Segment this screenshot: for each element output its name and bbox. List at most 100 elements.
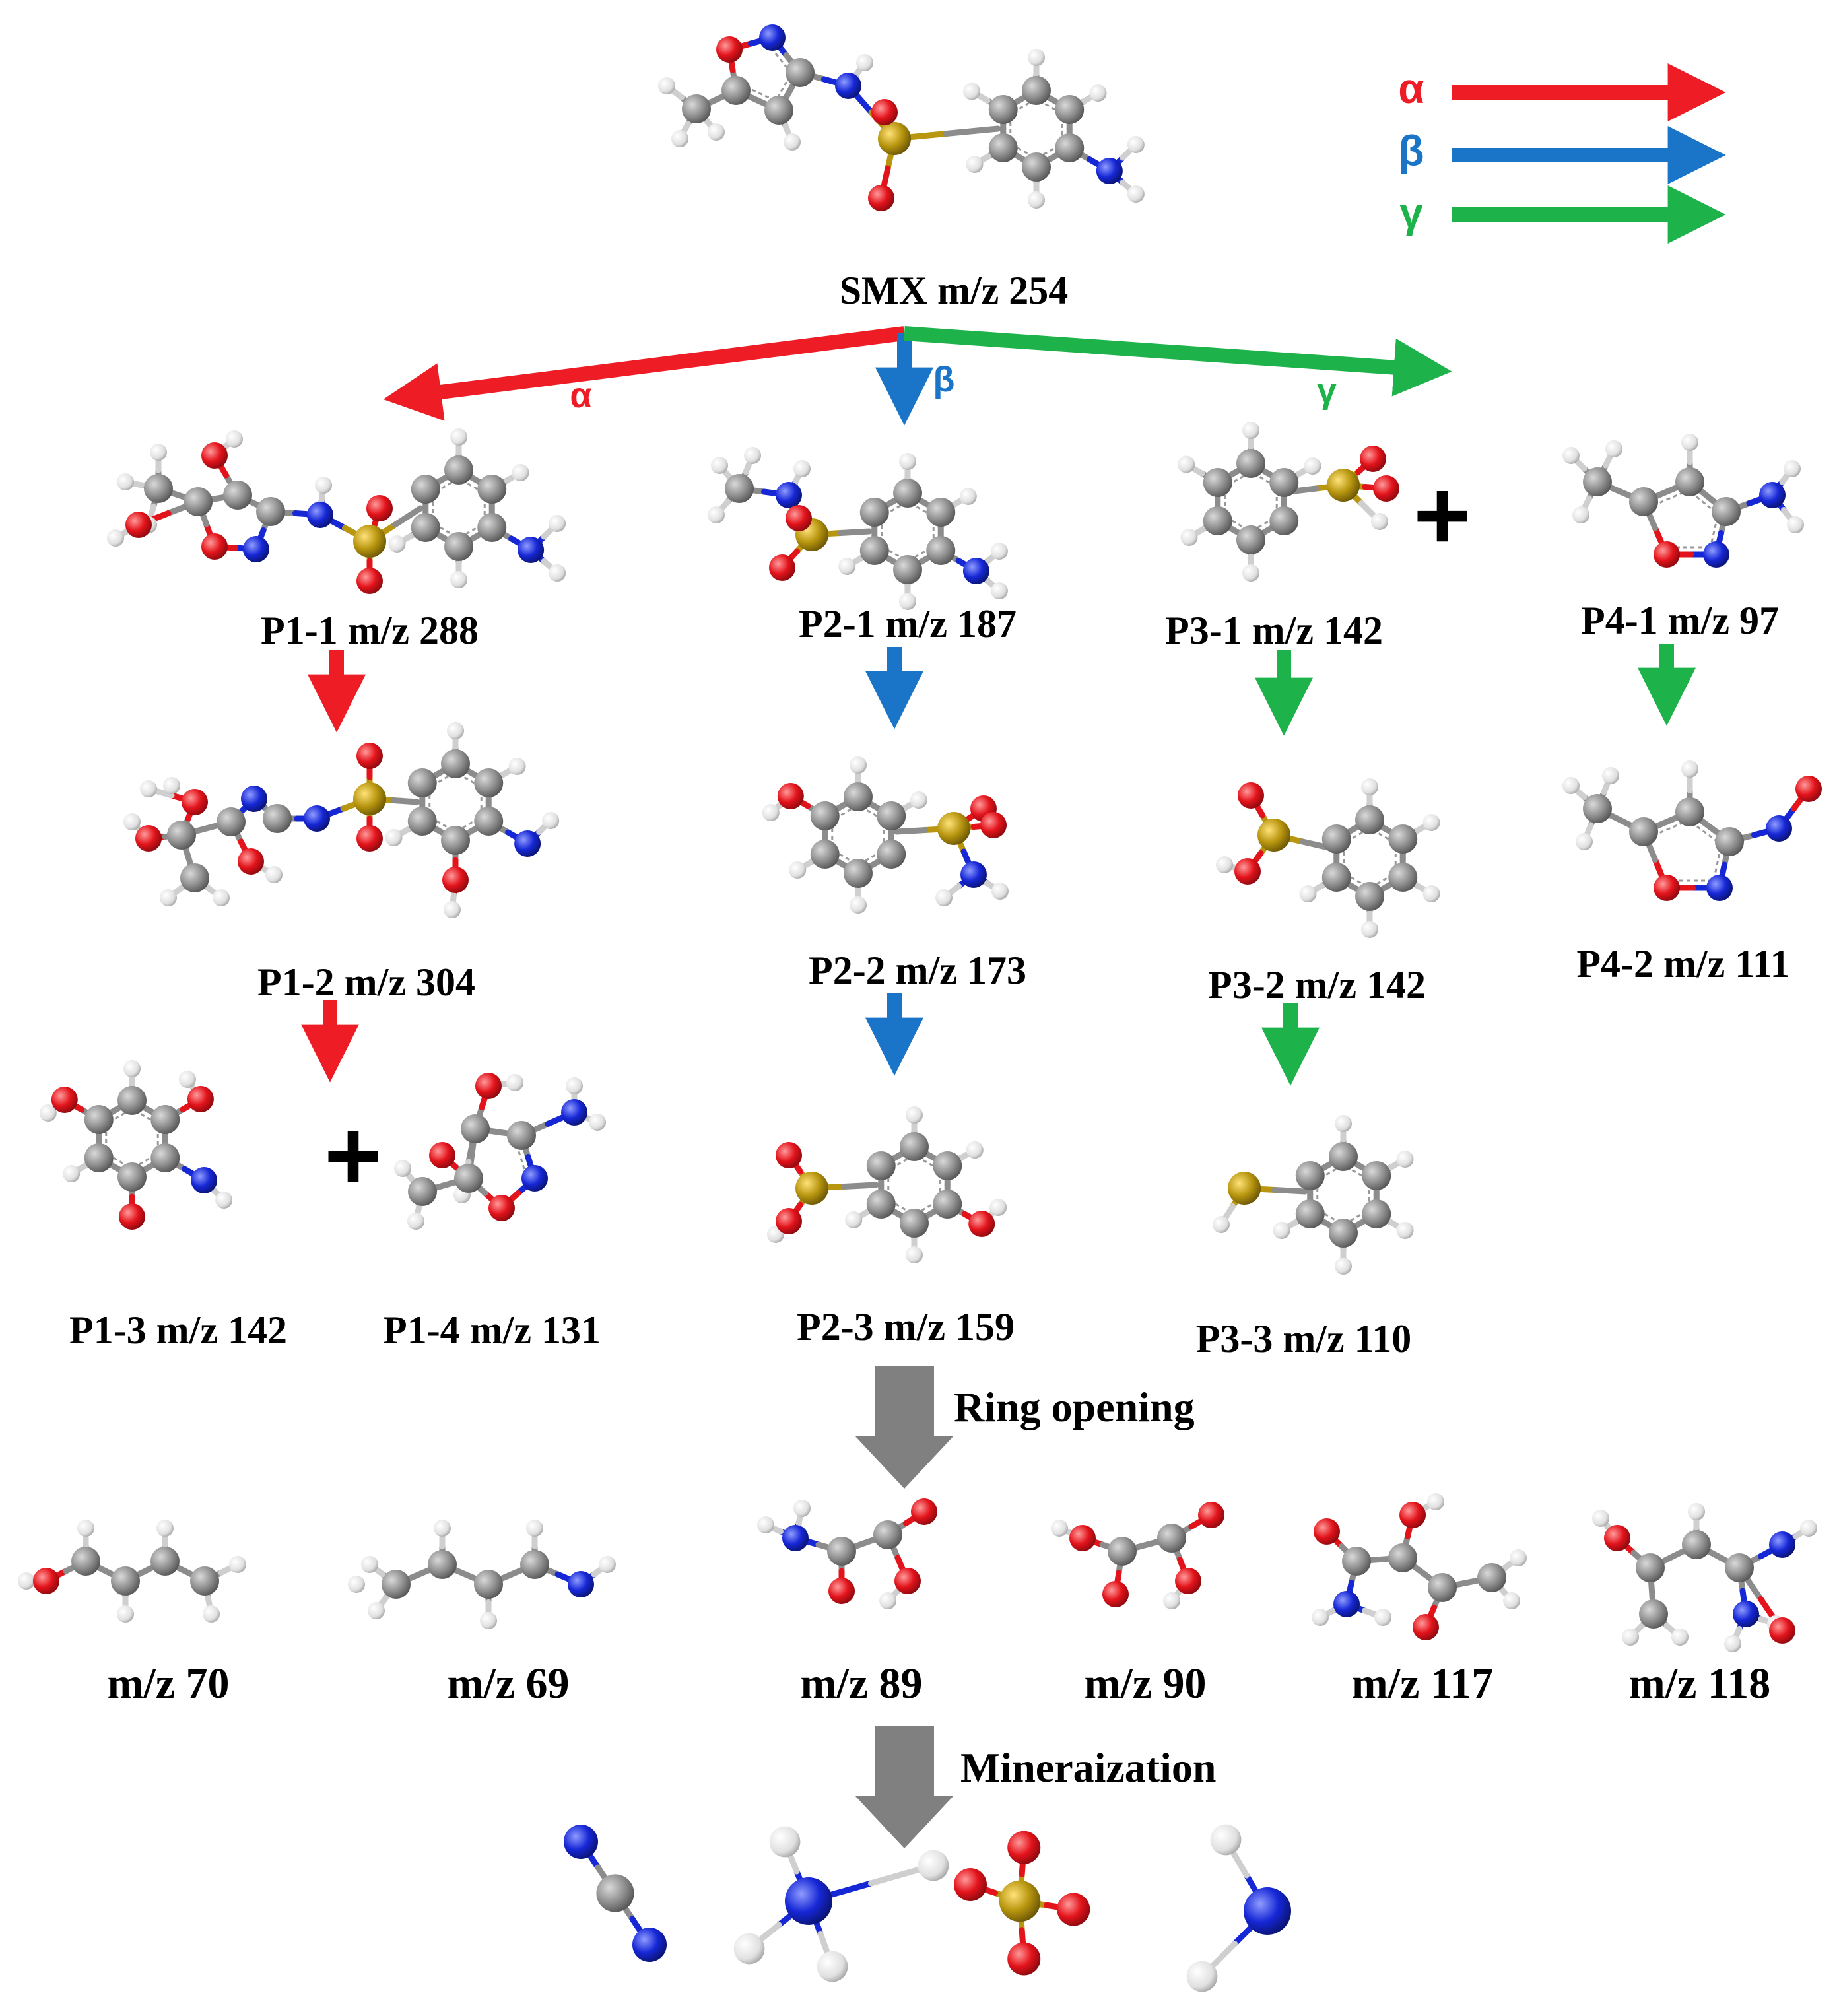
p1-1-label: P1-1 m/z 288 xyxy=(261,609,479,652)
hydrogen-atom xyxy=(512,464,529,481)
hydrogen-atom xyxy=(542,812,560,829)
carbon-atom xyxy=(1329,1219,1358,1248)
bond xyxy=(392,505,424,528)
oxygen-atom xyxy=(1399,1502,1426,1528)
sulfur-atom xyxy=(1257,819,1290,852)
carbon-atom xyxy=(263,804,292,833)
oxygen-atom xyxy=(356,825,383,852)
carbon-atom xyxy=(1295,1199,1325,1228)
carbon-atom xyxy=(1675,467,1704,496)
nitrogen-atom xyxy=(1703,541,1729,568)
carbon-atom xyxy=(1636,1553,1665,1582)
parent-compound-label: SMX m/z 254 xyxy=(839,269,1069,312)
bond xyxy=(841,1182,879,1190)
hydrogen-atom xyxy=(762,804,780,821)
legend-gamma-label: γ xyxy=(1399,189,1423,236)
carbon-atom xyxy=(1725,1553,1754,1582)
hydrogen-atom xyxy=(850,896,867,914)
carbon-atom xyxy=(407,768,437,797)
hydrogen-atom xyxy=(348,1576,365,1593)
oxygen-atom xyxy=(475,1073,502,1099)
hydrogen-atom xyxy=(1602,767,1619,784)
oxygen-atom xyxy=(182,789,208,815)
hydrogen-atom xyxy=(850,756,867,774)
carbon-atom xyxy=(844,782,873,811)
carbon-atom xyxy=(477,513,507,542)
carbon-atom xyxy=(1022,152,1051,182)
hydrogen-atom xyxy=(1299,885,1317,902)
carbon-atom xyxy=(117,1086,147,1115)
carbon-atom xyxy=(844,859,873,888)
hydrogen-atom xyxy=(213,889,230,906)
hydrogen-atom xyxy=(1422,814,1440,831)
carbon-atom xyxy=(1388,1543,1417,1572)
carbon-atom xyxy=(900,1132,929,1161)
hydrogen-atom xyxy=(733,1933,765,1965)
hydrogen-atom xyxy=(1216,856,1233,873)
nitrogen-atom xyxy=(518,537,545,563)
oxygen-atom xyxy=(135,825,162,852)
hydrogen-atom xyxy=(549,564,566,582)
carbon-atom xyxy=(810,840,840,869)
carbon-atom xyxy=(1362,1161,1391,1190)
hydrogen-atom xyxy=(1178,455,1195,473)
nitrogen-atom xyxy=(521,1165,548,1192)
hydrogen-atom xyxy=(966,156,984,173)
carbon-atom xyxy=(382,1570,411,1599)
carbon-atom xyxy=(223,481,252,510)
nitrogen-atom xyxy=(561,1099,587,1126)
oxygen-atom xyxy=(1654,541,1680,568)
oxygen-atom xyxy=(356,568,383,594)
oxygen-atom xyxy=(1769,1617,1795,1644)
hydrogen-atom xyxy=(757,1516,774,1533)
oxygen-atom xyxy=(980,812,1007,838)
hydrogen-atom xyxy=(658,77,675,94)
nitrogen-atom xyxy=(785,1877,832,1925)
nitrogen-atom xyxy=(1766,815,1792,842)
oxygen-atom xyxy=(1413,1614,1439,1640)
carbon-atom xyxy=(1477,1563,1506,1592)
carbon-atom xyxy=(180,863,209,892)
carbon-atom xyxy=(877,801,906,830)
hydrogen-atom xyxy=(989,1199,1007,1216)
nitrogen-atom xyxy=(960,861,987,888)
bond xyxy=(943,125,1001,137)
hydrogen-atom xyxy=(226,430,243,448)
p1-4-label: P1-4 m/z 131 xyxy=(383,1308,601,1352)
hydrogen-atom xyxy=(450,428,467,446)
carbon-atom xyxy=(1629,487,1658,516)
hydrogen-atom xyxy=(1592,1510,1609,1527)
carbon-atom xyxy=(444,455,473,485)
hydrogen-atom xyxy=(163,777,180,794)
carbon-atom xyxy=(1203,468,1232,497)
nitrogen-atom xyxy=(632,1928,667,1962)
oxygen-atom xyxy=(777,783,804,809)
oxygen-atom xyxy=(828,1578,855,1604)
carbon-atom xyxy=(988,95,1018,124)
hydrogen-atom xyxy=(906,1246,923,1263)
hydrogen-atom xyxy=(1163,1592,1180,1609)
hydrogen-atom xyxy=(935,889,953,906)
carbon-atom xyxy=(150,1143,180,1172)
carbon-atom xyxy=(441,826,470,855)
hydrogen-atom xyxy=(123,813,141,830)
oxygen-atom xyxy=(187,1086,214,1112)
carbon-atom xyxy=(477,475,507,504)
hydrogen-atom xyxy=(1374,1609,1391,1626)
p2-2-label: P2-2 m/z 173 xyxy=(809,949,1026,992)
carbon-atom xyxy=(428,1550,457,1579)
carbon-atom xyxy=(84,1105,114,1134)
hydrogen-atom xyxy=(711,457,728,474)
oxygen-atom xyxy=(238,848,264,875)
oxygen-atom xyxy=(201,442,228,469)
oxygen-atom xyxy=(1007,1831,1041,1864)
oxygen-atom xyxy=(1360,446,1386,472)
carbon-atom xyxy=(827,1537,856,1566)
carbon-atom xyxy=(725,474,754,503)
carbon-atom xyxy=(1321,863,1351,892)
hydrogen-atom xyxy=(817,1951,848,1982)
p3-1-label: P3-1 m/z 142 xyxy=(1165,609,1383,652)
hydrogen-atom xyxy=(117,473,134,490)
carbon-atom xyxy=(84,1143,114,1172)
hydrogen-atom xyxy=(178,1071,196,1088)
